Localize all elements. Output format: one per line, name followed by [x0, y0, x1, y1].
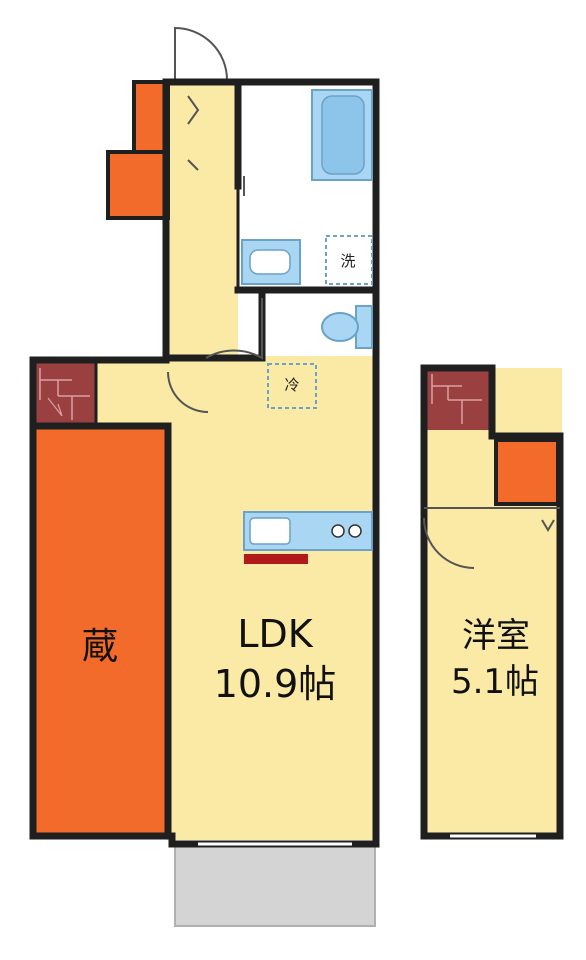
ldk-size: 10.9帖	[213, 662, 337, 706]
left-stairs	[33, 362, 96, 426]
fridge-label: 冷	[284, 376, 300, 394]
ldk-floor	[166, 356, 376, 840]
right-stairs	[424, 368, 492, 430]
storage-label: 蔵	[81, 626, 118, 667]
door-swings	[167, 95, 555, 569]
loft-storage	[33, 426, 167, 836]
toilet	[321, 305, 373, 349]
vanity-sink	[241, 239, 301, 285]
washer-label: 洗	[340, 252, 356, 270]
kitchen-counter	[243, 511, 373, 564]
fridge-space	[267, 363, 317, 409]
western-room-name: 洋室	[462, 616, 530, 656]
western-closet	[494, 438, 560, 506]
entry-door	[174, 26, 228, 81]
balcony	[174, 841, 376, 927]
landing-floor	[96, 362, 168, 426]
bathtub	[311, 89, 373, 181]
left-stairs-lines	[39, 368, 90, 420]
ldk-name: LDK	[237, 612, 313, 656]
right-stairs-lines	[431, 374, 482, 424]
shoe-closet-lower	[106, 150, 170, 220]
washer-space	[325, 235, 373, 285]
hallway-floor	[166, 82, 238, 358]
western-room-size: 5.1帖	[450, 662, 540, 702]
left-stairs-arrow	[47, 397, 63, 417]
